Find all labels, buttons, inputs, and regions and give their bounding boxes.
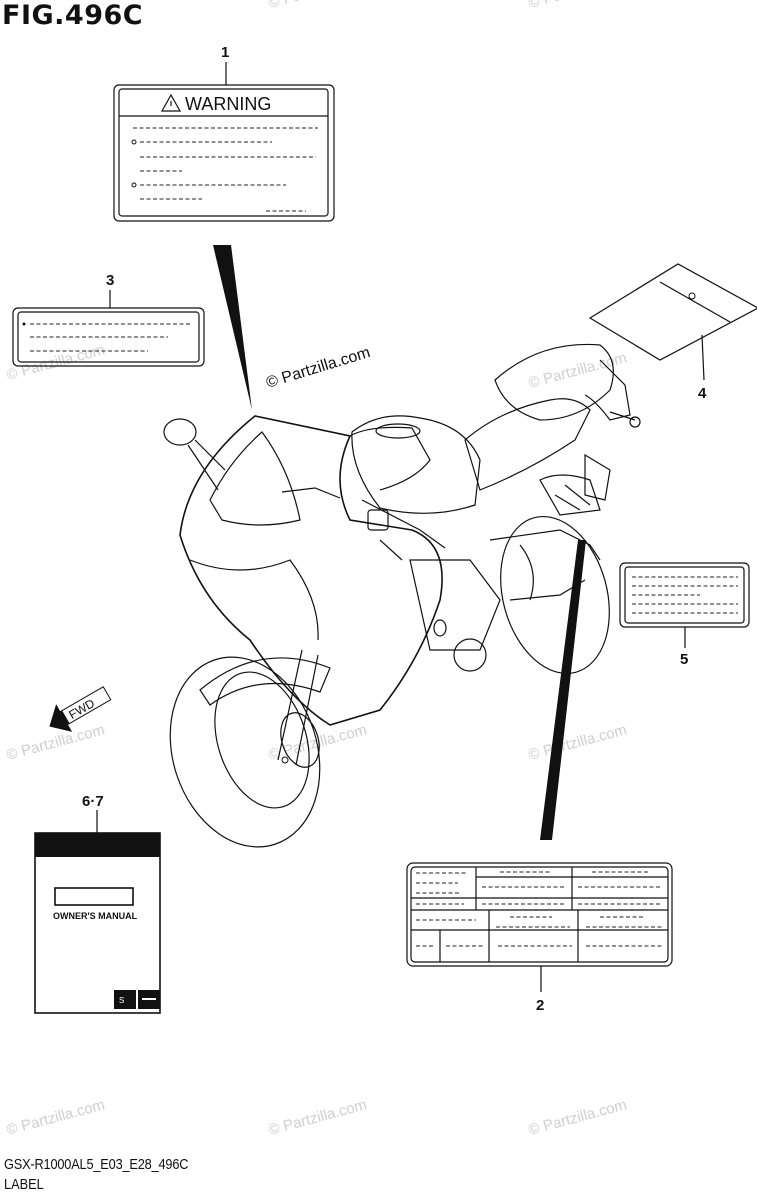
manual-text: OWNER'S MANUAL [53, 911, 138, 921]
callout-1: 1 [221, 44, 229, 61]
watermark: © Partzilla.com [527, 721, 629, 764]
svg-text:S: S [119, 996, 124, 1005]
small-label-part-3: 3 [12, 272, 205, 367]
watermark: © Partzilla.com [267, 0, 369, 12]
warning-heading: WARNING [185, 94, 271, 114]
callout-5: 5 [680, 651, 688, 668]
watermark: © Partzilla.com [267, 1096, 369, 1139]
warning-label-part: 1 WARNING [113, 44, 335, 222]
center-watermark: © Partzilla.com [264, 344, 372, 392]
watermark: © Partzilla.com [5, 1096, 107, 1139]
callout-3: 3 [106, 272, 114, 289]
figure-title: FIG.496C [2, 0, 144, 31]
callout-6-7: 6·7 [82, 793, 104, 810]
manual-sheet-part-4: 4 [588, 263, 757, 402]
motorcycle-illustration [163, 343, 641, 848]
watermark: © Partzilla.com [527, 0, 629, 12]
figure-code: GSX-R1000AL5_E03_E28_496C [4, 1156, 189, 1173]
small-label-part-5: 5 [619, 562, 750, 668]
leader-wedge-2 [540, 540, 586, 840]
tire-info-label-part-2: 2 [406, 862, 673, 1014]
leader-wedge-1 [213, 245, 252, 410]
callout-2: 2 [536, 997, 544, 1014]
callout-4: 4 [698, 385, 707, 402]
figure-name: LABEL [4, 1176, 44, 1193]
owners-manual-part-67: 6·7 OWNER'S MANUAL S [34, 793, 161, 1014]
watermark: © Partzilla.com [527, 1096, 629, 1139]
watermark-layer: © Partzilla.com © Partzilla.com © Partzi… [5, 0, 629, 1139]
